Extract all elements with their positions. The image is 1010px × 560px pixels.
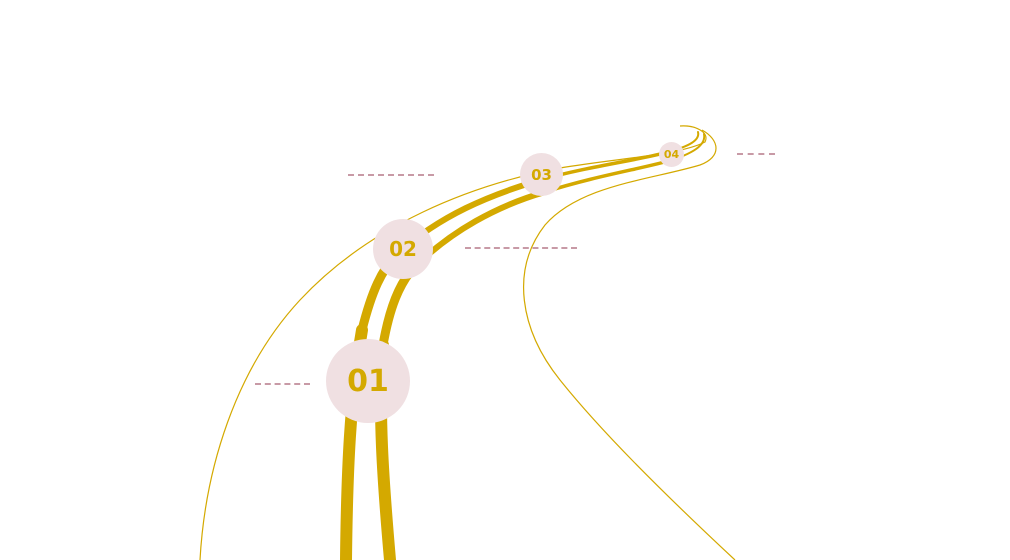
road-edge-left: [199, 125, 707, 560]
step-marker-04: 04: [659, 142, 684, 167]
step-label-02: 02: [389, 237, 417, 261]
step-label-03: 03: [531, 165, 552, 184]
step-label-01: 01: [347, 363, 389, 399]
step-marker-01: 01: [326, 339, 410, 423]
leader-dash-step-4: [737, 153, 775, 155]
center-line-left: [340, 131, 700, 560]
step-marker-02: 02: [373, 219, 433, 279]
center-line-right: [374, 133, 706, 560]
leader-dash-step-2: [465, 247, 577, 249]
leader-dash-step-1: [255, 383, 310, 385]
step-marker-03: 03: [520, 153, 563, 196]
road-edge-right: [523, 129, 736, 560]
leader-dash-step-3: [348, 174, 434, 176]
step-label-04: 04: [663, 148, 680, 161]
